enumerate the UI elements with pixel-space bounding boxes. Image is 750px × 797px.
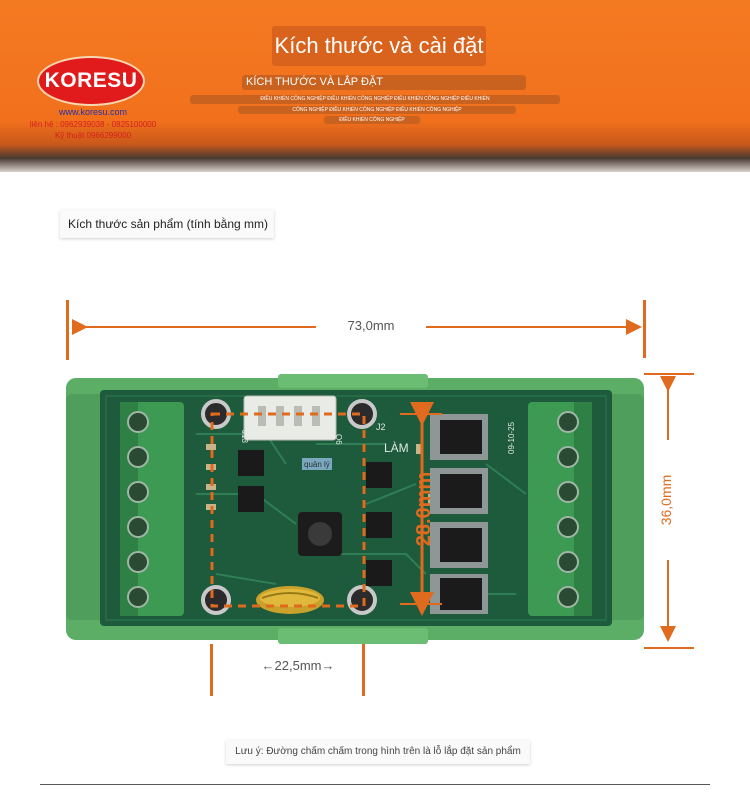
silk-j2: J2 <box>376 422 386 432</box>
silk-date: 09-10-25 <box>507 421 516 454</box>
brand-tech-contact: Kỹ thuật 0966299000 <box>54 131 132 140</box>
banner-tagline-3: ĐIỀU KHIỂN CÔNG NGHIỆP <box>324 116 420 124</box>
width-guide-left <box>66 300 69 360</box>
width-guide-right <box>643 300 646 358</box>
height-dimension-label: 36,0mm <box>646 440 686 560</box>
white-header-connector <box>243 395 337 441</box>
header-banner: Kích thước và cài đặt KÍCH THƯỚC VÀ LẮP … <box>0 0 750 172</box>
brand-website[interactable]: www.koresu.com <box>58 107 128 117</box>
size-title: Kích thước sản phẩm (tính bằng mm) <box>60 210 274 238</box>
silk-quan-ly: quản lý <box>304 460 330 469</box>
footer-divider <box>40 784 710 785</box>
banner-tagline-2: CÔNG NGHIỆP ĐIỀU KHIỂN CÔNG NGHIỆP ĐIỀU … <box>238 106 516 114</box>
hole-guide-right <box>362 644 365 696</box>
mosfets <box>430 414 488 614</box>
silk-lam: LÀM <box>384 440 409 455</box>
height-guide-top <box>644 373 694 375</box>
left-terminal-block <box>120 402 184 616</box>
page-subtitle: KÍCH THƯỚC VÀ LẮP ĐẶT <box>242 75 526 90</box>
inner-dimension-label: 28.0mm <box>413 472 435 547</box>
height-guide-bottom <box>644 647 694 649</box>
brand-contact: liên hệ : 0962939038 - 0825100000 <box>29 120 157 129</box>
right-terminal-block <box>528 402 592 616</box>
hole-spacing-label: ←22,5mm→ <box>244 654 352 678</box>
mounting-hole-dashed-outline <box>210 412 366 608</box>
silk-q6: Q6 <box>334 434 343 445</box>
hole-guide-left <box>210 644 213 696</box>
silk-j13: J13 <box>240 430 249 443</box>
fuse <box>256 586 324 614</box>
banner-tagline-1: ĐIỀU KHIỂN CÔNG NGHIỆP ĐIỀU KHIỂN CÔNG N… <box>190 95 560 104</box>
din-rail-top-clip <box>278 374 428 388</box>
width-dimension-label: 73,0mm <box>316 314 426 338</box>
din-rail-bottom-clip <box>278 628 428 644</box>
page-title: Kích thước và cài đặt <box>272 26 486 66</box>
install-note: Lưu ý: Đường chấm chấm trong hình trên l… <box>226 740 530 764</box>
brand-logo: KORESU <box>37 56 145 106</box>
height-dimension-text: 36,0mm <box>658 474 674 526</box>
pcb-board-image: J2 LÀM quản lý 09-10-25 J13 Q6 28.0mm <box>66 374 644 644</box>
